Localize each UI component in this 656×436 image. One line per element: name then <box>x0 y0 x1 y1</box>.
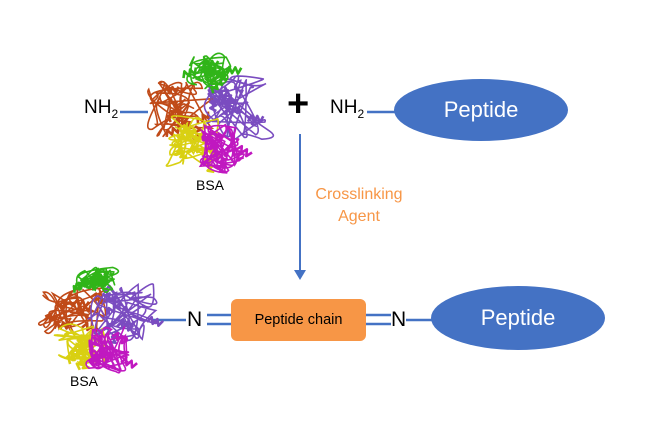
bsa-protein-structure-bottom <box>37 266 165 374</box>
bsa-label-bottom: BSA <box>70 373 99 389</box>
protein-helix <box>117 318 136 329</box>
protein-ribbon <box>186 52 232 90</box>
reaction-arrow-head <box>294 270 306 280</box>
protein-helix <box>89 292 108 305</box>
protein-ribbon <box>203 74 275 141</box>
crosslinking-agent-label: Crosslinking Agent <box>304 184 414 228</box>
protein-helix <box>165 125 180 138</box>
protein-helix <box>89 350 103 367</box>
bsa-label-top: BSA <box>196 177 225 193</box>
protein-helix <box>73 280 90 291</box>
protein-chain <box>203 74 275 141</box>
protein-helix <box>92 275 109 286</box>
protein-ribbon <box>85 326 130 374</box>
peptide-label-top: Peptide <box>443 97 519 122</box>
protein-helix <box>215 90 229 104</box>
peptide-ellipse-bottom: Peptide <box>431 286 605 350</box>
protein-helix <box>120 357 138 369</box>
plus-sign: + <box>287 83 310 125</box>
protein-helix <box>182 67 198 79</box>
protein-helix <box>103 292 120 305</box>
agent-line-1: Crosslinking <box>315 186 403 203</box>
protein-helix <box>77 340 87 357</box>
protein-chain <box>87 283 165 349</box>
protein-helix <box>235 144 253 158</box>
peptide-label-bottom: Peptide <box>480 305 556 330</box>
protein-helix <box>224 65 243 75</box>
protein-helix <box>185 124 197 143</box>
protein-helix <box>174 144 188 159</box>
protein-helix <box>44 312 62 326</box>
agent-line-2: Agent <box>338 208 380 225</box>
protein-helix <box>146 315 165 327</box>
protein-ribbon <box>87 283 158 341</box>
bsa-protein-structure-top <box>146 52 275 174</box>
protein-helix <box>88 334 102 348</box>
protein-helix <box>67 349 81 365</box>
protein-chain <box>198 123 253 174</box>
protein-ribbon <box>198 123 245 174</box>
protein-ribbon <box>37 287 107 337</box>
nitrogen-right: N <box>391 308 407 331</box>
protein-helix <box>201 137 217 151</box>
protein-chain <box>85 326 138 374</box>
amine-group-bsa: NH2 <box>84 97 119 121</box>
protein-helix <box>98 347 114 361</box>
protein-helix <box>166 105 180 123</box>
protein-helix <box>204 68 222 78</box>
protein-helix <box>107 302 121 315</box>
protein-helix <box>246 114 265 124</box>
protein-helix <box>75 304 93 314</box>
protein-helix <box>224 106 241 116</box>
peptide-chain-label: Peptide chain <box>254 312 343 328</box>
amine-group-peptide: NH2 <box>330 97 365 121</box>
peptide-ellipse-top: Peptide <box>394 79 568 141</box>
protein-helix <box>76 356 90 370</box>
protein-helix <box>210 77 224 94</box>
protein-helix <box>208 94 218 113</box>
protein-helix <box>208 139 221 154</box>
protein-chain <box>72 266 120 294</box>
protein-helix <box>191 144 209 157</box>
protein-helix <box>162 85 180 95</box>
protein-helix <box>72 298 90 309</box>
peptide-chain-box: Peptide chain <box>231 299 366 341</box>
protein-helix <box>221 89 235 103</box>
nitrogen-left: N <box>187 308 203 331</box>
protein-ribbon <box>146 80 216 138</box>
protein-helix <box>203 62 217 77</box>
protein-helix <box>228 147 245 161</box>
protein-helix <box>210 151 229 164</box>
protein-helix <box>111 331 129 345</box>
protein-chain <box>182 52 243 94</box>
